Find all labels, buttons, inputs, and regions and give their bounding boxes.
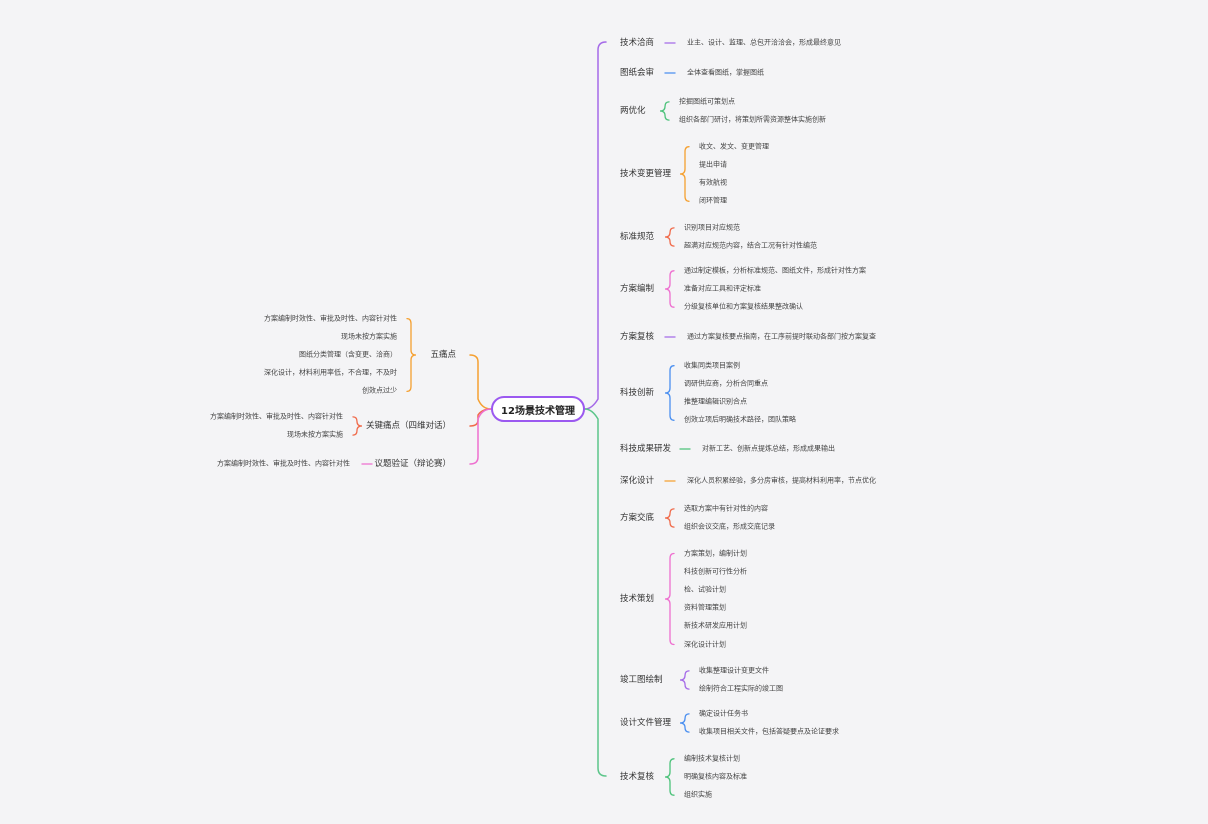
right-leaf-label[interactable]: 选取方案中有针对性的内容 xyxy=(684,504,768,513)
left-leaf-label[interactable]: 方案编制时效性、审批及时性、内容针对性 xyxy=(210,412,343,421)
right-branch-label[interactable]: 方案复核 xyxy=(620,331,655,342)
right-branch-label[interactable]: 技术策划 xyxy=(620,593,655,604)
right-branch-label[interactable]: 设计文件管理 xyxy=(620,717,672,728)
left-branch-brace xyxy=(352,416,363,436)
right-leaf-label[interactable]: 挖掘图纸可策划点 xyxy=(679,97,735,106)
left-leaf-label[interactable]: 方案编制时效性、审批及时性、内容针对性 xyxy=(217,459,350,468)
right-leaf-label[interactable]: 组织各部门研讨，将策划所需资源整体实施创新 xyxy=(679,115,826,124)
right-leaf-label[interactable]: 创效立项后明确技术路径，团队策略 xyxy=(684,415,796,424)
right-leaf-label[interactable]: 检、试验计划 xyxy=(684,585,726,594)
left-trunk-lower-line xyxy=(469,408,492,465)
branch-brace xyxy=(679,146,690,202)
right-leaf-label[interactable]: 深化设计计划 xyxy=(684,640,726,648)
right-leaf-label[interactable]: 有效航视 xyxy=(699,178,727,187)
branch-brace xyxy=(664,227,675,247)
right-leaf-label[interactable]: 全体查看图纸，掌握图纸 xyxy=(687,68,764,77)
left-leaf-label[interactable]: 深化设计，材料利用率低，不合理，不及时 xyxy=(264,368,397,377)
left-branch-label[interactable]: 议题验证（辩论赛） xyxy=(374,458,451,469)
root-node[interactable]: 12场景技术管理 xyxy=(491,396,585,422)
right-branch-label[interactable]: 方案编制 xyxy=(620,283,655,294)
branch-brace xyxy=(664,758,675,796)
branch-brace xyxy=(659,101,670,121)
right-leaf-label[interactable]: 调研供应商，分析合同重点 xyxy=(684,379,768,388)
left-leaf-label[interactable]: 现场未按方案实施 xyxy=(341,332,397,341)
right-leaf-label[interactable]: 业主、设计、监理、总包开洽洽会，形成最终意见 xyxy=(687,38,841,47)
root-label: 12场景技术管理 xyxy=(501,405,575,417)
trunk-upper-line xyxy=(584,41,607,410)
right-leaf-label[interactable]: 通过方案复核要点指南，在工序前提时联动各部门按方案复查 xyxy=(687,332,876,341)
left-leaf-label[interactable]: 创效点过少 xyxy=(362,386,397,395)
right-leaf-label[interactable]: 识别项目对应规范 xyxy=(684,223,740,232)
branch-brace xyxy=(664,270,675,308)
right-leaf-label[interactable]: 推整理编辑识别合点 xyxy=(684,397,747,406)
right-leaf-label[interactable]: 通过制定模板，分析标准规范、图纸文件，形成针对性方案 xyxy=(684,266,866,275)
right-leaf-label[interactable]: 科技创新可行性分析 xyxy=(684,567,747,576)
left-trunk-middle-line xyxy=(469,408,492,427)
right-leaf-label[interactable]: 提出申请 xyxy=(699,160,727,169)
right-leaf-label[interactable]: 收集项目相关文件，包括答疑要点及论证要求 xyxy=(699,727,839,736)
branch-brace xyxy=(664,365,675,421)
right-leaf-label[interactable]: 绘制符合工程实际的竣工图 xyxy=(699,684,783,693)
branch-brace xyxy=(679,713,690,733)
right-leaf-label[interactable]: 组织会议交底，形成交底记录 xyxy=(684,522,775,531)
right-branch-label[interactable]: 图纸会审 xyxy=(620,67,655,78)
right-leaf-label[interactable]: 明确复核内容及标准 xyxy=(684,772,747,781)
right-branch-label[interactable]: 技术洽商 xyxy=(620,37,655,48)
right-leaf-label[interactable]: 准备对应工具和评定标准 xyxy=(684,284,761,293)
right-branch-label[interactable]: 技术变更管理 xyxy=(620,168,672,179)
right-leaf-label[interactable]: 组织实施 xyxy=(684,790,712,799)
right-branch-label[interactable]: 竣工图绘制 xyxy=(620,674,663,685)
right-branch-label[interactable]: 科技成果研发 xyxy=(620,443,672,454)
right-branch-label[interactable]: 方案交底 xyxy=(620,512,655,523)
right-leaf-label[interactable]: 确定设计任务书 xyxy=(699,709,748,718)
right-branch-label[interactable]: 两优化 xyxy=(620,105,646,116)
right-leaf-label[interactable]: 编制技术复核计划 xyxy=(684,754,740,763)
right-leaf-label[interactable]: 深化人员积累经验，多分房审核，提高材料利用率，节点优化 xyxy=(687,476,876,485)
right-leaf-label[interactable]: 收文、发文、变更管理 xyxy=(699,142,769,151)
trunk-lower-line xyxy=(584,408,607,777)
left-trunk-upper-line xyxy=(469,354,492,410)
left-branch-label[interactable]: 关键痛点（四维对话） xyxy=(365,420,451,431)
right-branch-label[interactable]: 深化设计 xyxy=(620,475,655,486)
right-branch-label[interactable]: 科技创新 xyxy=(620,387,655,398)
left-leaf-label[interactable]: 现场未按方案实施 xyxy=(287,430,343,439)
right-leaf-label[interactable]: 资料管理策划 xyxy=(684,603,726,612)
branch-brace xyxy=(664,508,675,528)
right-leaf-label[interactable]: 对新工艺、创新点提炼总结，形成成果输出 xyxy=(702,444,835,453)
left-leaf-label[interactable]: 图纸分类管理（含变更、洽商） xyxy=(299,350,397,359)
left-leaf-label[interactable]: 方案编制时效性、审批及时性、内容针对性 xyxy=(264,314,397,323)
right-branch-label[interactable]: 技术复核 xyxy=(620,771,655,782)
right-leaf-label[interactable]: 新技术研发应用计划 xyxy=(684,621,747,630)
right-leaf-label[interactable]: 超满对应规范内容，结合工况有针对性编范 xyxy=(684,241,817,250)
left-branch-brace xyxy=(406,317,417,393)
right-leaf-label[interactable]: 收集同类项目案例 xyxy=(684,361,740,370)
right-branch-label[interactable]: 标准规范 xyxy=(620,231,655,242)
branch-brace xyxy=(664,552,675,646)
right-leaf-label[interactable]: 闭环管理 xyxy=(699,196,727,205)
right-leaf-label[interactable]: 分级复核单位和方案复核结果整改确认 xyxy=(684,302,803,311)
branch-brace xyxy=(679,670,690,690)
right-leaf-label[interactable]: 方案策划，编制计划 xyxy=(684,549,747,557)
left-branch-label[interactable]: 五痛点 xyxy=(430,349,456,360)
right-leaf-label[interactable]: 收集整理设计变更文件 xyxy=(699,666,769,675)
